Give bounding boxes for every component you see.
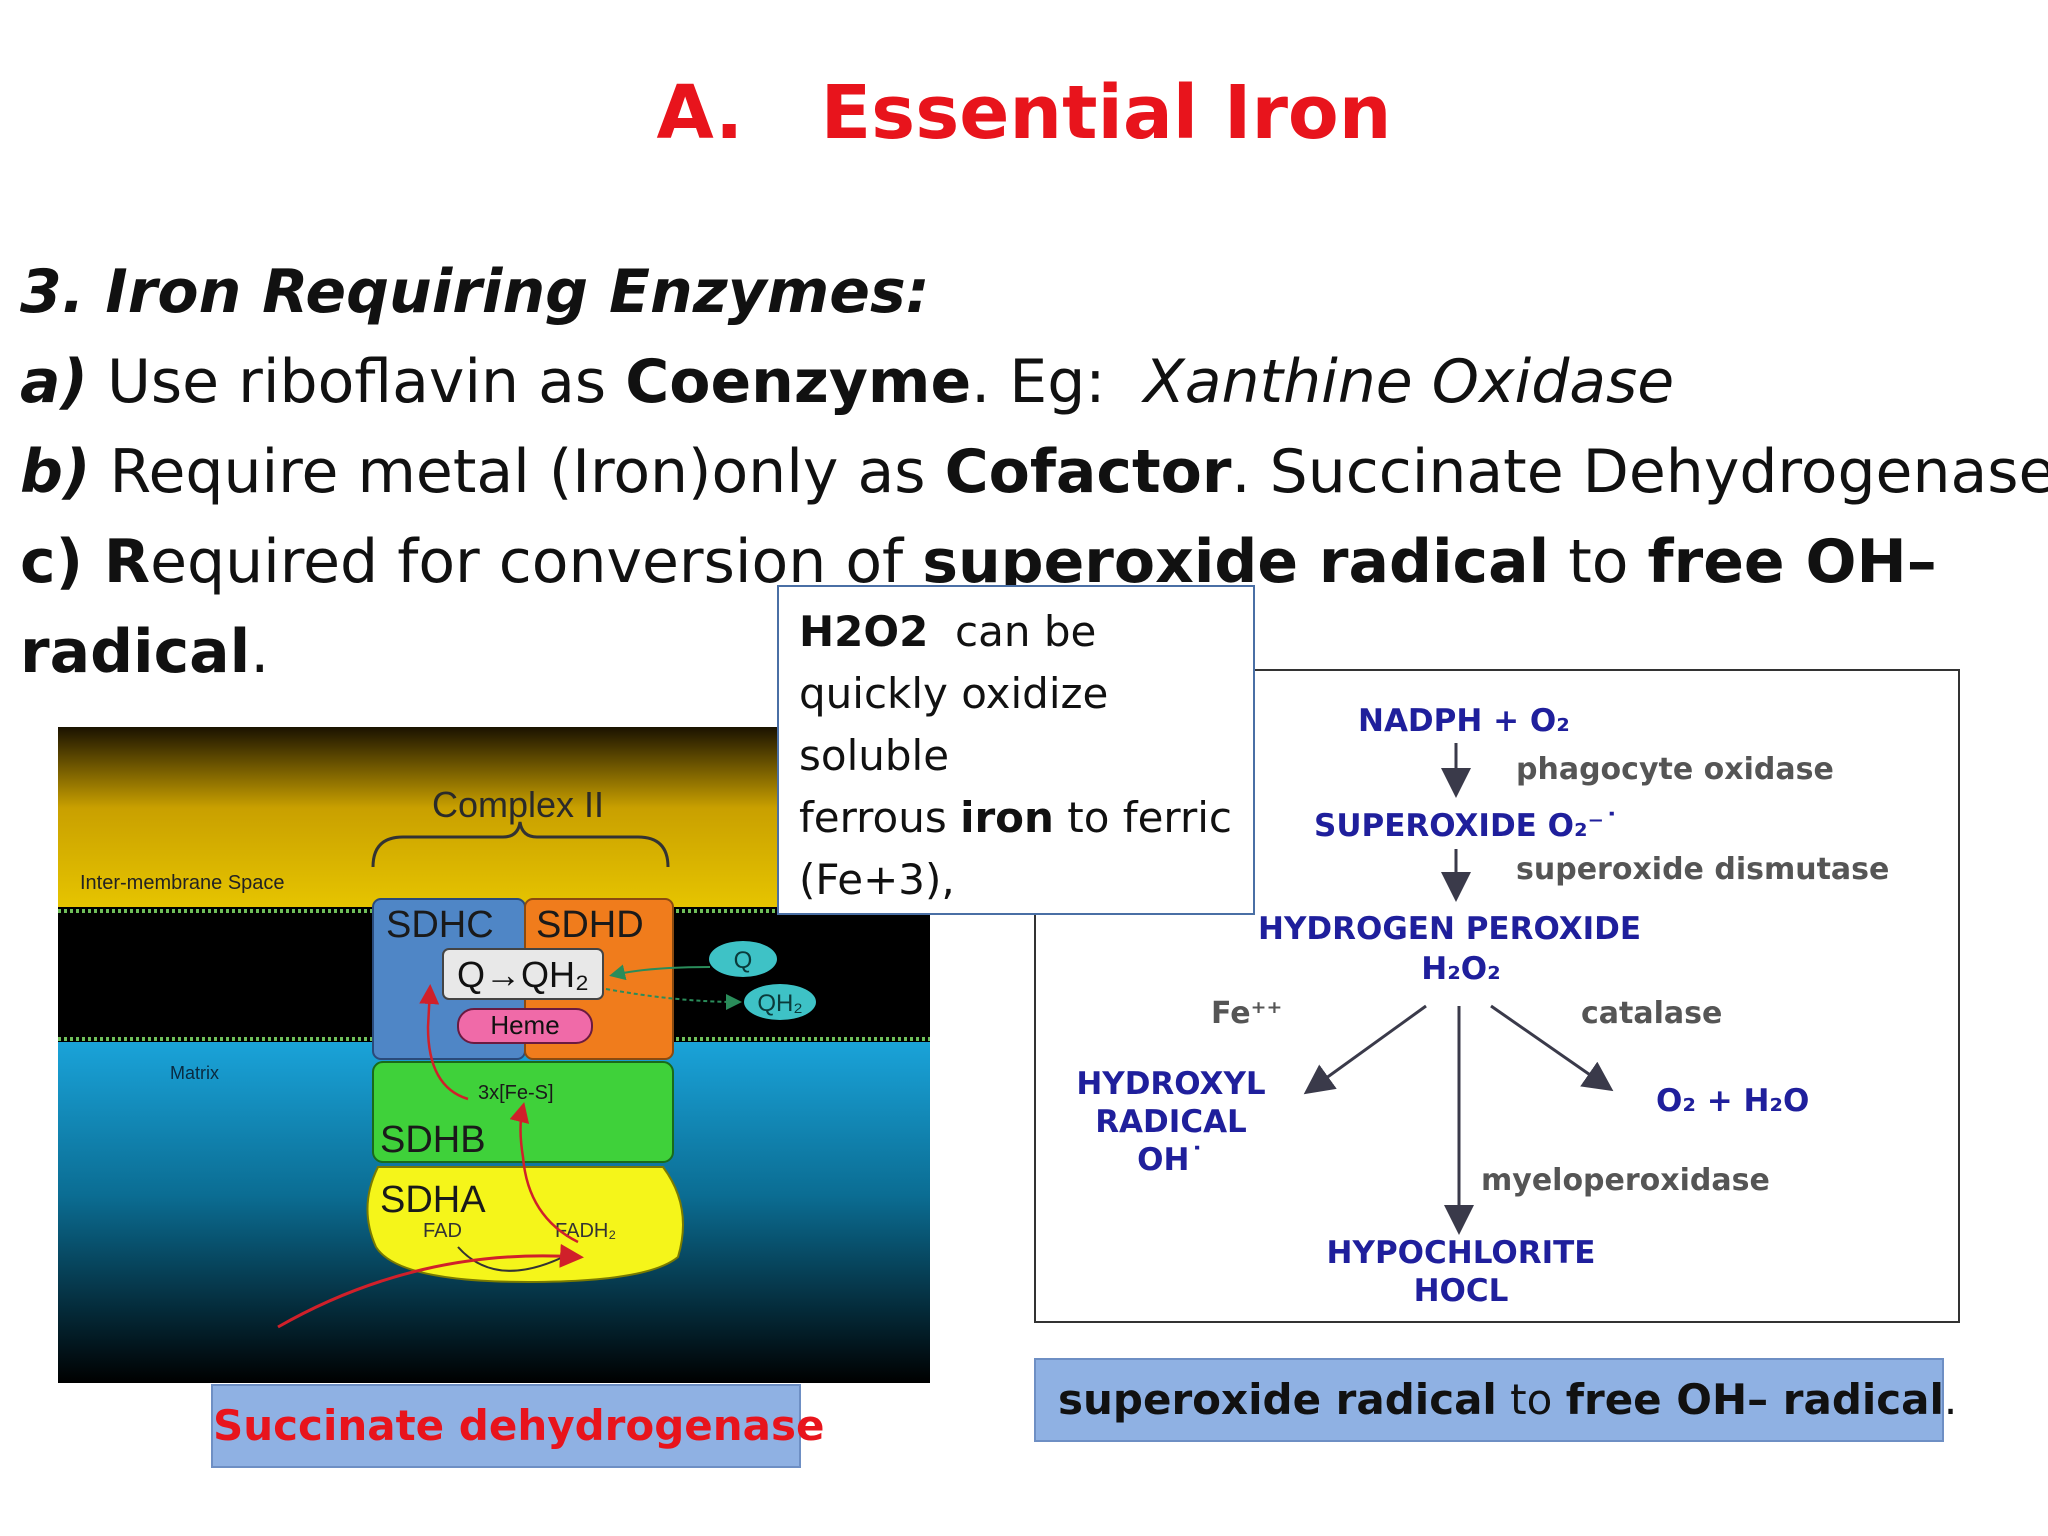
item-c-continued: radical. [20,617,270,687]
qh2-bubble [744,984,816,1020]
myeloperoxidase-label: myeloperoxidase [1481,1163,1770,1198]
o2-h2o-label: O₂ + H₂O [1656,1083,1809,1119]
hydroxyl-label-2: RADICAL [1095,1104,1247,1140]
qh2-label: QH₂ [757,990,802,1017]
hypochlorite-label: HYPOCHLORITE [1327,1235,1596,1271]
heme-label: Heme [490,1010,559,1040]
nadph-label: NADPH + O₂ [1358,703,1570,739]
hydrogen-peroxide-label: HYDROGEN PEROXIDE [1258,911,1641,947]
superoxide-dismutase-label: superoxide dismutase [1516,852,1889,887]
sdhb-label: SDHB [380,1119,486,1161]
phagocyte-oxidase-label: phagocyte oxidase [1516,752,1834,787]
caption-succinate-dehydrogenase: Succinate dehydrogenase [211,1384,825,1468]
fad-label: FAD [423,1220,462,1242]
q-qh2-label: Q→QH₂ [457,954,589,995]
catalase-label: catalase [1581,996,1722,1031]
item-b: b) Require metal (Iron)only as Cofactor.… [20,437,2048,507]
intermembrane-space-label: Inter-membrane Space [80,872,285,894]
fes-label: 3x[Fe-S] [478,1082,554,1104]
hydroxyl-label-3: OH˙ [1137,1142,1205,1178]
q-qh2-box [442,948,604,1000]
q-bubble [709,941,777,977]
succinate-dehydrogenase-diagram: Complex II Inter-membrane Space Matrix S… [58,727,930,1383]
sdhd-label: SDHD [536,904,644,946]
fe-label: Fe⁺⁺ [1211,996,1282,1031]
sdhc-label: SDHC [386,904,494,946]
sdha-label: SDHA [380,1179,486,1221]
fadh2-label: FADH₂ [555,1220,616,1242]
heme-box [457,1008,593,1044]
superoxide-label: SUPEROXIDE O₂⁻˙ [1314,808,1619,844]
hydroxyl-label-1: HYDROXYL [1076,1066,1265,1102]
complex-ii-label: Complex II [432,784,604,825]
slide-title: A. Essential Iron [656,70,1392,156]
item-c: c) Required for conversion of superoxide… [20,527,1937,597]
section-heading: 3. Iron Requiring Enzymes: [20,257,930,327]
q-label: Q [734,947,753,974]
h2o2-callout: H2O2 can be quickly oxidize soluble ferr… [777,585,1255,915]
h2o2-formula: H₂O₂ [1421,951,1500,987]
item-a: a) Use riboflavin as Coenzyme. Eg: Xanth… [20,347,1675,417]
caption-superoxide-conversion: superoxide radical to free OH– radical. [1034,1358,1957,1442]
sdha-subunit [366,1166,684,1284]
hocl-label: HOCL [1414,1273,1509,1309]
matrix-label: Matrix [170,1063,219,1083]
